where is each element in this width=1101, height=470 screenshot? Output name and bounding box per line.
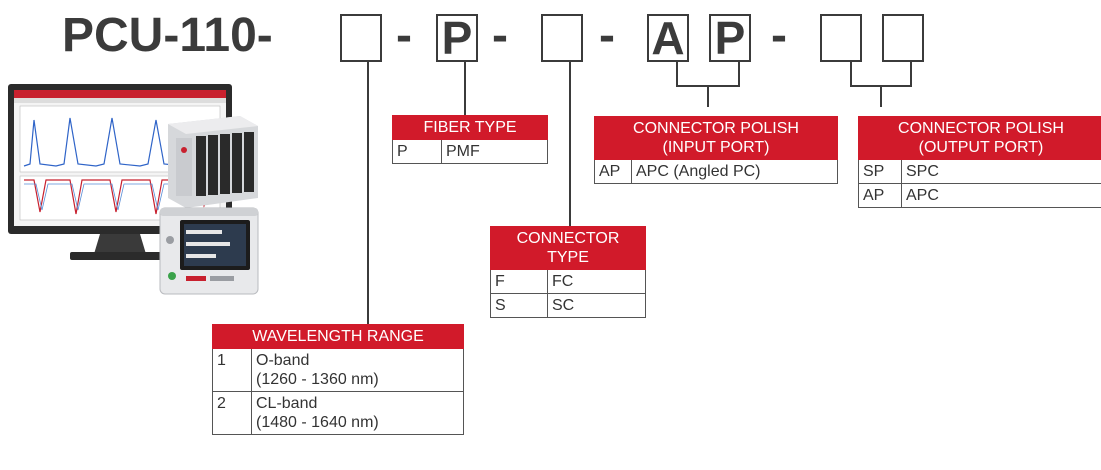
product-illustration [0,80,260,310]
option-description: FC [548,270,646,294]
option-code: F [491,270,548,294]
connector-polish-input-title: CONNECTOR POLISH(INPUT PORT) [595,117,838,160]
option-code: AP [595,160,632,184]
table-row: 1 O-band(1260 - 1360 nm) [213,349,464,392]
option-code: SP [859,160,902,184]
polish-output-code-box-1 [820,14,862,62]
wavelength-range-table: WAVELENGTH RANGE 1 O-band(1260 - 1360 nm… [212,324,464,435]
option-code: 2 [213,392,252,435]
input-polish-bracket [676,62,678,86]
output-polish-leader-line [880,85,882,107]
option-description: APC (Angled PC) [632,160,838,184]
table-row: 2 CL-band(1480 - 1640 nm) [213,392,464,435]
option-description: APC [902,184,1101,208]
polish-input-code-box-1: A [647,14,689,62]
option-code: S [491,294,548,318]
input-polish-leader-line [707,85,709,107]
option-description: O-band(1260 - 1360 nm) [252,349,464,392]
wavelength-code-box [340,14,382,62]
table-row: S SC [491,294,646,318]
connector-polish-output-title: CONNECTOR POLISH(OUTPUT PORT) [859,117,1101,160]
fiber-leader-line [464,62,466,116]
part-number-separator: - [396,8,412,64]
option-description: PMF [442,140,548,164]
fiber-type-table: FIBER TYPE P PMF [392,115,548,164]
table-row: F FC [491,270,646,294]
fiber-code-box: P [436,14,478,62]
wavelength-leader-line [367,62,369,324]
option-description: CL-band(1480 - 1640 nm) [252,392,464,435]
polish-output-code-box-2 [882,14,924,62]
output-polish-bracket [910,62,912,86]
table-row: SP SPC [859,160,1101,184]
table-row: AP APC [859,184,1101,208]
table-row: P PMF [393,140,548,164]
option-description: SC [548,294,646,318]
output-polish-bracket [850,62,852,86]
fiber-type-title: FIBER TYPE [393,116,548,140]
part-number-separator: - [771,8,787,64]
connector-polish-input-table: CONNECTOR POLISH(INPUT PORT) AP APC (Ang… [594,116,838,184]
table-row: AP APC (Angled PC) [595,160,838,184]
option-code: AP [859,184,902,208]
option-code: P [393,140,442,164]
connector-code-box [541,14,583,62]
part-number-prefix: PCU-110- [62,8,273,64]
connector-leader-line [569,62,571,226]
input-polish-bracket [738,62,740,86]
option-description: SPC [902,160,1101,184]
option-code: 1 [213,349,252,392]
wavelength-range-title: WAVELENGTH RANGE [213,325,464,349]
polish-input-code-box-2: P [709,14,751,62]
connector-polish-output-table: CONNECTOR POLISH(OUTPUT PORT) SP SPC AP … [858,116,1101,208]
part-number-separator: - [599,8,615,64]
part-number-separator: - [492,8,508,64]
